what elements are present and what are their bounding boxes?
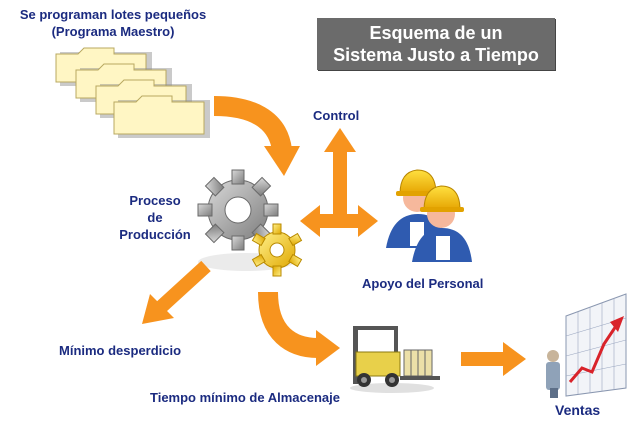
arrow-control [324, 128, 356, 226]
lots-label-line-1: Se programan lotes pequeños [19, 7, 207, 22]
arrow-process-to-waste [142, 260, 211, 324]
control-label: Control [313, 108, 360, 123]
workers-icon [386, 169, 472, 262]
folder-stack-icon [55, 47, 210, 138]
process-label: Proceso de Producción [108, 192, 202, 243]
storage-label: Tiempo mínimo de Almacenaje [150, 390, 340, 405]
lots-label-line-2: (Programa Maestro) [51, 24, 175, 39]
lots-label: Se programan lotes pequeños (Programa Ma… [6, 6, 220, 40]
sales-label: Ventas [555, 402, 601, 418]
arrow-process-personal [300, 205, 378, 237]
arrow-folders-to-process [213, 96, 300, 176]
sales-chart-icon [546, 293, 627, 398]
arrow-process-to-storage [258, 291, 340, 366]
process-label-line-1: Proceso [129, 193, 181, 208]
forklift-icon [350, 326, 440, 393]
title-line-2: Sistema Justo a Tiempo [333, 45, 539, 65]
staff-label: Apoyo del Personal [362, 276, 484, 291]
process-label-line-3: Producción [119, 227, 191, 242]
title-line-1: Esquema de un [369, 23, 503, 43]
waste-label: Mínimo desperdicio [59, 343, 182, 358]
diagram-title: Esquema de un Sistema Justo a Tiempo [317, 18, 555, 70]
process-label-line-2: de [147, 210, 163, 225]
arrow-storage-to-sales [461, 342, 526, 376]
gears-icon [197, 169, 303, 277]
